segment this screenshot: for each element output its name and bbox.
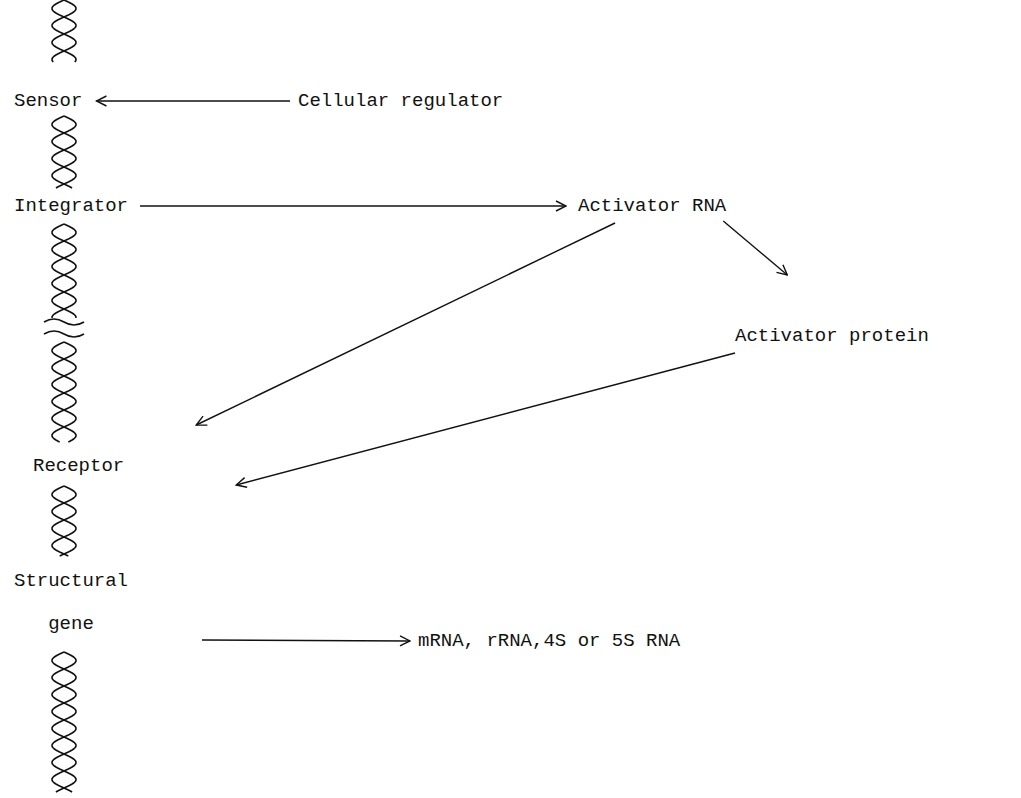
node-text: Activator RNA [578,195,726,217]
arrow-connector [140,205,566,206]
gene-element-label: Activator protein [735,325,929,347]
helix-strand [52,116,76,188]
helix-strand [52,342,76,442]
gene-element-label: Sensor [14,90,82,112]
gene-element-label: mRNA, rRNA,4S or 5S RNA [418,630,680,652]
break-mark [44,319,84,325]
arrow-connector [202,640,410,641]
gene-element-label: Activator RNA [578,195,726,217]
arrow-connector [236,353,735,485]
arrow-connector [196,223,615,425]
helix-strand [52,652,76,792]
helix-strand [52,224,76,318]
helix-strand [52,486,76,556]
gene-element-label: Receptor [33,455,124,477]
gene-element-label: Structural gene [6,560,136,646]
helix-strand [52,224,76,318]
node-text: mRNA, rRNA,4S or 5S RNA [418,630,680,652]
break-mark [44,331,84,337]
helix-strand [52,342,76,442]
node-text: Structural gene [6,560,136,646]
helix-strand [52,0,76,62]
helix-strand [52,486,76,556]
arrow-connector [723,221,787,275]
node-text: Sensor [14,90,82,112]
arrow-connector [96,100,290,101]
node-text: Receptor [33,455,124,477]
helix-strand [52,116,76,188]
node-text: Integrator [14,195,128,217]
node-text: Cellular regulator [298,90,503,112]
helix-strand [52,0,76,62]
helix-strand [52,652,76,792]
gene-element-label: Cellular regulator [298,90,503,112]
gene-element-label: Integrator [14,195,128,217]
node-text: Activator protein [735,325,929,347]
